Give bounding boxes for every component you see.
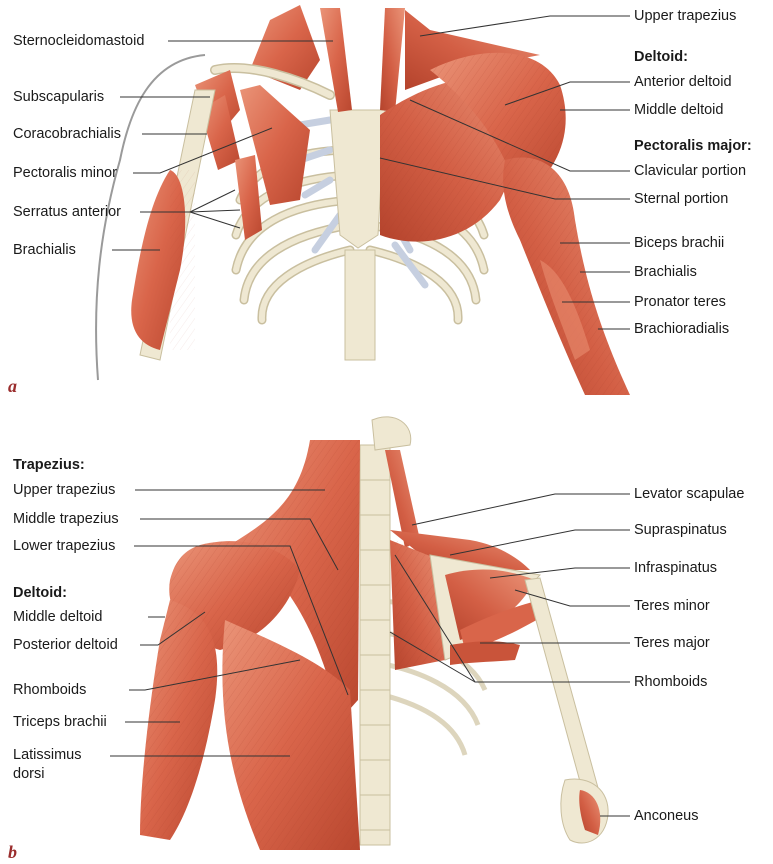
spine-a [344,249,376,361]
sternocleidomastoid-right [380,8,405,112]
panel-a-illustration [95,5,630,395]
label-biceps-brachii: Biceps brachii [634,235,725,251]
label-rhomboids-left: Rhomboids [13,682,87,698]
heading-deltoid-b: Deltoid: [13,585,67,601]
label-anconeus: Anconeus [634,808,699,824]
label-middle-trapezius: Middle trapezius [13,511,119,527]
body-outline-left [95,54,206,381]
sternocleidomastoid-left [320,8,352,112]
label-sternal-portion: Sternal portion [634,191,729,207]
label-triceps-brachii: Triceps brachii [13,714,107,730]
spine-b [359,444,391,846]
label-brachialis-right: Brachialis [634,264,697,280]
humerus-right [524,577,601,801]
panel-letter-b: b [8,842,17,862]
label-sternocleidomastoid: Sternocleidomastoid [13,33,145,49]
anconeus [579,790,601,835]
heading-pectoralis-major: Pectoralis major: [634,138,752,154]
label-subscapularis: Subscapularis [13,89,105,105]
label-middle-deltoid-a: Middle deltoid [634,102,724,118]
label-brachialis-left: Brachialis [13,242,76,258]
label-rhomboids-right: Rhomboids [634,674,708,690]
serratus-anterior [235,155,262,240]
label-middle-deltoid-b: Middle deltoid [13,609,103,625]
supraspinatus [390,530,530,570]
label-pectoralis-minor: Pectoralis minor [13,165,117,181]
label-latissimus-line2: dorsi [13,766,45,782]
teres-minor [460,600,545,650]
label-infraspinatus: Infraspinatus [634,560,718,576]
label-pronator-teres: Pronator teres [634,294,726,310]
heading-deltoid-a: Deltoid: [634,49,688,65]
label-latissimus-line1: Latissimus [13,747,82,763]
label-upper-trapezius-b: Upper trapezius [13,482,116,498]
label-lower-trapezius: Lower trapezius [13,538,116,554]
label-coracobrachialis: Coracobrachialis [13,126,121,142]
heading-trapezius: Trapezius: [13,457,85,473]
sternum [329,109,386,249]
label-levator-scapulae: Levator scapulae [634,486,745,502]
label-supraspinatus: Supraspinatus [634,522,727,538]
label-upper-trapezius-a: Upper trapezius [634,8,737,24]
label-teres-major: Teres major [634,635,710,651]
label-brachioradialis: Brachioradialis [634,321,730,337]
label-clavicular-portion: Clavicular portion [634,163,747,179]
levator-scapulae [385,450,420,548]
teres-major [450,641,520,665]
panel-letter-a: a [8,376,17,396]
label-teres-minor: Teres minor [634,598,710,614]
pectoralis-minor [240,85,310,205]
infraspinatus [445,569,535,640]
label-posterior-deltoid: Posterior deltoid [13,637,118,653]
panel-b-illustration [140,416,609,850]
label-serratus-anterior: Serratus anterior [13,204,121,220]
leader-lines [110,15,630,817]
label-anterior-deltoid: Anterior deltoid [634,74,732,90]
